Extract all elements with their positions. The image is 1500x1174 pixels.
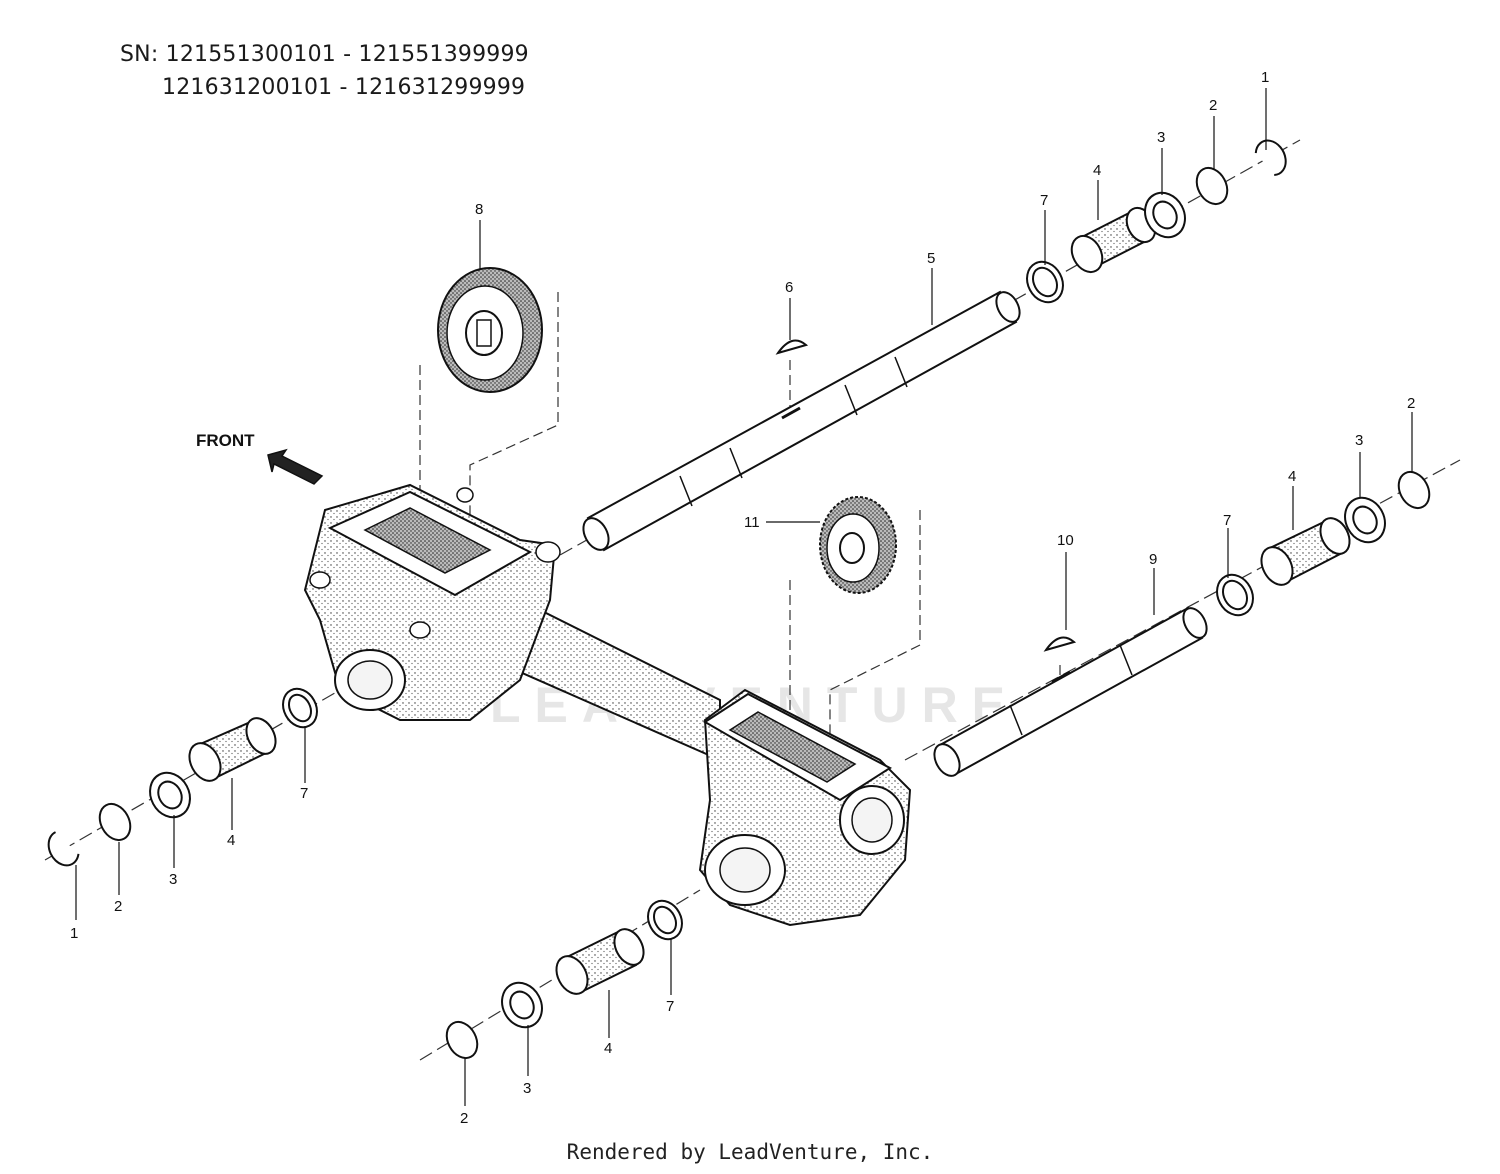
callout-4: 4	[604, 1040, 612, 1057]
serial-number-line-2: 121631200101 - 121631299999	[162, 75, 526, 100]
callout-11: 11	[744, 514, 760, 531]
callout-3: 3	[523, 1080, 531, 1097]
callout-4: 4	[227, 832, 235, 849]
clip-2	[1195, 166, 1229, 206]
callout-3: 3	[1157, 129, 1165, 146]
front-arrow-icon	[267, 448, 324, 485]
left-hardware	[47, 687, 318, 867]
gear-11	[819, 496, 897, 594]
lower-right-hardware	[1216, 470, 1431, 617]
key-6	[775, 339, 809, 355]
callout-6: 6	[785, 279, 793, 296]
upper-right-hardware	[1026, 139, 1287, 304]
callout-2: 2	[114, 898, 122, 915]
callout-1: 1	[70, 925, 78, 942]
callout-2: 2	[1407, 395, 1415, 412]
callout-2: 2	[460, 1110, 468, 1127]
callout-1: 1	[1261, 69, 1269, 86]
callout-7: 7	[1223, 512, 1231, 529]
callout-7: 7	[1040, 192, 1048, 209]
ring-1	[1254, 139, 1287, 176]
right-housing	[698, 688, 912, 927]
callout-7: 7	[300, 785, 308, 802]
footer-credit: Rendered by LeadVenture, Inc.	[566, 1140, 934, 1164]
callout-2: 2	[1209, 97, 1217, 114]
shaft-9	[933, 606, 1208, 777]
key-10	[1043, 636, 1077, 652]
callout-labels: 1 2 3 4 7 5 6 8 2 3 4 7 9 10 11 1 2 3 4 …	[70, 69, 1415, 1127]
serial-number-line-1: SN: 121551300101 - 121551399999	[120, 42, 529, 67]
callout-4: 4	[1093, 162, 1101, 179]
callout-8: 8	[475, 201, 483, 218]
gear-8	[437, 267, 543, 393]
callout-3: 3	[1355, 432, 1363, 449]
shaft-5	[582, 290, 1021, 552]
front-label: FRONT	[196, 431, 255, 450]
callout-4: 4	[1288, 468, 1296, 485]
callout-3: 3	[169, 871, 177, 888]
callout-7: 7	[666, 998, 674, 1015]
bottom-hardware	[445, 899, 683, 1060]
callout-10: 10	[1057, 532, 1074, 549]
left-housing	[303, 483, 561, 721]
callout-5: 5	[927, 250, 935, 267]
callout-9: 9	[1149, 551, 1157, 568]
